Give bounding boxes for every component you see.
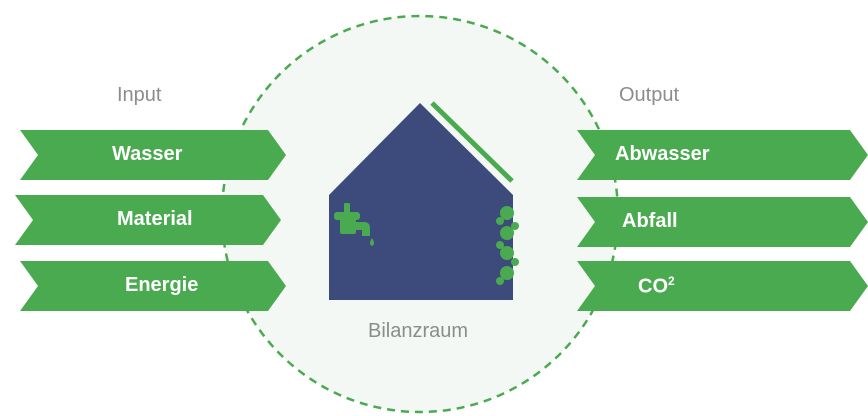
boundary-label: Bilanzraum: [368, 320, 469, 342]
input-label-wasser: Wasser: [112, 143, 183, 165]
house-shape: [329, 103, 513, 300]
output-heading: Output: [619, 84, 680, 106]
output-arrow-co2: [577, 261, 868, 311]
green-wall-icon: [496, 206, 519, 285]
output-label-co2: CO2: [638, 274, 675, 299]
co2-superscript: 2: [668, 274, 675, 288]
output-label-abfall: Abfall: [622, 210, 678, 232]
solar-panel-icon: [430, 101, 514, 183]
input-arrow-wasser: [20, 130, 286, 180]
input-arrow-material: [15, 195, 281, 245]
water-tap-icon: [334, 203, 374, 246]
input-heading: Input: [117, 84, 162, 106]
output-arrow-abwasser: [577, 130, 868, 180]
input-label-energie: Energie: [125, 274, 199, 296]
input-arrow-energie: [20, 261, 286, 311]
input-label-material: Material: [117, 208, 193, 230]
output-label-abwasser: Abwasser: [615, 143, 710, 165]
co2-base: CO: [638, 275, 668, 298]
output-arrow-abfall: [577, 197, 868, 247]
